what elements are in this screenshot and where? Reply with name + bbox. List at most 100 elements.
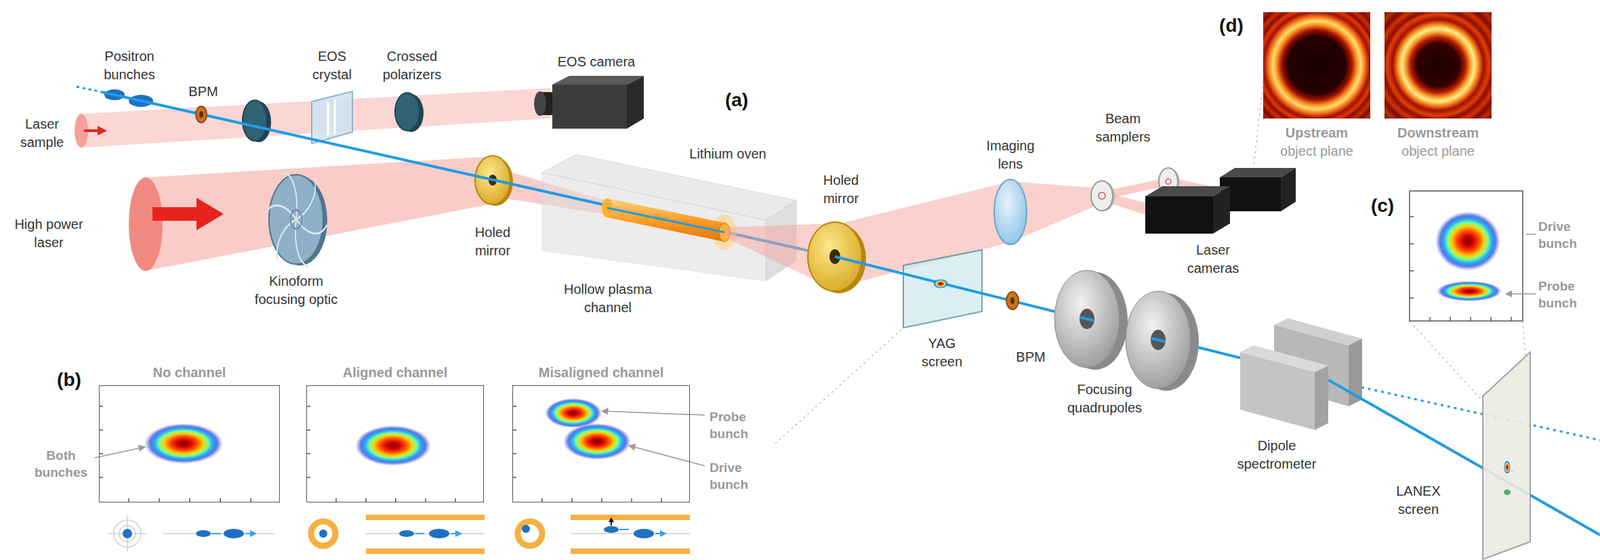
dipole-magnet: [1240, 352, 1315, 431]
panel-letter: (b): [56, 369, 82, 392]
kinoform-optic: [290, 210, 303, 230]
beam-sampler: [1165, 178, 1172, 185]
channel-schematic-icon: [570, 548, 690, 555]
high-power-laser-beam: [145, 156, 493, 272]
channel-schematic-icon: [608, 517, 614, 523]
eos-optics: [311, 91, 353, 144]
undeflected-beam-path: [1328, 380, 1600, 441]
channel-schematic-icon: [122, 529, 133, 539]
focusing-quadrupole: [1054, 270, 1199, 392]
kinoform-optic: [277, 219, 297, 262]
kinoform-optic: [274, 170, 306, 220]
hollow-plasma-channel: [607, 208, 725, 233]
plot-frame: No channel: [98, 385, 280, 503]
transverse-profile-plot: [94, 447, 146, 459]
channel-schematic-icon: [365, 548, 485, 555]
transverse-profile-plot: [563, 423, 631, 461]
laser-profile-image: [1263, 12, 1371, 119]
part-label: YAG screen: [916, 334, 968, 372]
part-label: Beam samplers: [1091, 109, 1156, 147]
channel-schematic-icon: [570, 515, 690, 521]
part-label: LANEX screen: [1393, 482, 1445, 520]
focusing-quadrupole: [1080, 317, 1165, 343]
part-label: EOS crystal: [304, 47, 360, 85]
yag-screen: [903, 250, 982, 328]
laser-profile-image: [1384, 12, 1492, 119]
beam-position-monitor: [1006, 292, 1019, 310]
bunch-annotation: Drive bunch: [1538, 218, 1590, 253]
channel-schematic-icon: [570, 533, 690, 535]
spectrometer-image: [1436, 281, 1502, 302]
bunch-annotation: Probe bunch: [709, 408, 761, 443]
part-label: BPM: [188, 82, 218, 101]
part-label: Focusing quadrupoles: [1062, 380, 1148, 418]
spectrometer-image: [1505, 234, 1536, 295]
part-label: Positron bunches: [92, 47, 167, 85]
channel-schematic-icon: [108, 515, 690, 555]
lanex-screen: [1503, 460, 1511, 475]
leader-lines: [775, 327, 904, 444]
image-caption: object plane: [1263, 142, 1371, 160]
transverse-profile-plot: [628, 445, 705, 467]
leader-lines: [1253, 81, 1264, 167]
eos-optics: [242, 91, 424, 144]
eos-optics: [242, 100, 268, 141]
channel-schematic-icon: [162, 533, 275, 535]
laser-camera: [1213, 186, 1230, 234]
plot-title: No channel: [99, 363, 280, 382]
part-label: BPM: [1015, 348, 1045, 367]
channel-schematic-icon: [428, 529, 450, 539]
yag-screen: [903, 250, 982, 328]
beam-sampler: [1091, 180, 1113, 211]
spectrometer-image: [1409, 191, 1536, 322]
positron-beamline: [76, 86, 154, 108]
eos-optics: [395, 92, 420, 131]
part-label: Hollow plasma channel: [557, 280, 659, 318]
part-label: EOS camera: [557, 52, 635, 72]
part-label: Crossed polarizers: [378, 47, 446, 85]
panel-letter: (a): [725, 89, 749, 112]
plot-frame: Aligned channel: [306, 385, 484, 503]
lanex-screen: [1503, 489, 1511, 496]
dipole-magnet: [1314, 365, 1329, 431]
laser-camera: [1145, 196, 1214, 234]
channel-schematic-icon: [414, 533, 462, 535]
eos-camera: [626, 75, 644, 129]
part-label: Holed mirror: [465, 223, 520, 261]
transverse-profile-plot: [144, 423, 223, 465]
bunch-annotation: Both bunches: [30, 447, 92, 482]
channel-schematic-icon: [311, 521, 336, 547]
deflected-beam: [1328, 380, 1600, 536]
lithium-oven: [542, 154, 797, 282]
channel-schematic-icon: [399, 530, 415, 538]
plot-title: Misaligned channel: [513, 363, 690, 382]
part-label: High power laser: [11, 215, 87, 253]
probe-laser-beam: [84, 129, 99, 133]
high-power-laser-beam: [128, 177, 163, 272]
spectrometer-image: [1409, 191, 1523, 322]
eos-camera: [534, 91, 547, 116]
eos-optics: [327, 99, 335, 136]
part-label: Holed mirror: [813, 171, 869, 209]
image-frame: Upstreamobject plane: [1263, 12, 1371, 119]
high-power-laser-beam: [196, 197, 224, 231]
part-label: Imaging lens: [981, 136, 1040, 174]
channel-schematic-icon: [633, 529, 654, 539]
leader-lines: [1409, 321, 1488, 407]
imaging-lens: [994, 179, 1027, 245]
spectrometer-image: [1435, 211, 1501, 272]
beam-spot: [933, 279, 949, 289]
leader-lines: [775, 81, 1527, 444]
part-label: Laser cameras: [1182, 241, 1244, 278]
part-label: Lithium oven: [689, 145, 766, 164]
channel-schematic-icon: [223, 529, 244, 539]
lanex-screen: [1482, 352, 1531, 560]
eos-camera: [534, 75, 644, 129]
eos-camera: [552, 84, 627, 129]
channel-schematic-icon: [108, 516, 147, 552]
kinoform-optic: [264, 170, 328, 269]
high-power-laser-beam: [152, 207, 198, 221]
channel-schematic-icon: [365, 533, 485, 535]
